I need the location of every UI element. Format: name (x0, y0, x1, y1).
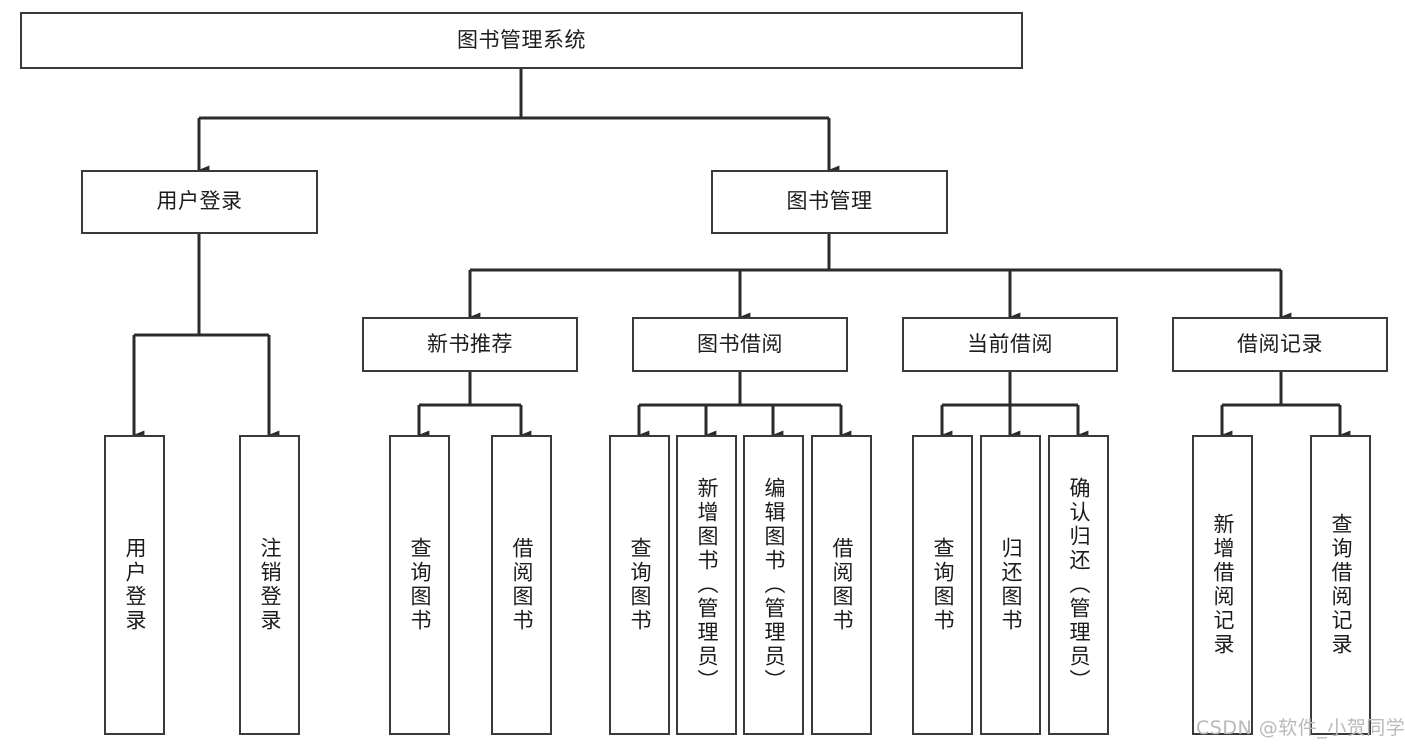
node-user-login-label: 用户登录 (156, 189, 243, 214)
node-borrow-record[interactable]: 借阅记录 (1172, 317, 1388, 372)
node-leaf-query-book-2-label: 查询图书 (628, 537, 652, 633)
node-book-borrow[interactable]: 图书借阅 (632, 317, 848, 372)
node-root[interactable]: 图书管理系统 (20, 12, 1023, 69)
node-new-book-recommend[interactable]: 新书推荐 (362, 317, 578, 372)
node-leaf-add-book-label: 新增图书（管理员） (695, 477, 719, 693)
node-leaf-user-login[interactable]: 用户登录 (104, 435, 165, 735)
node-book-management-label: 图书管理 (786, 189, 873, 214)
node-leaf-borrow-book-1-label: 借阅图书 (510, 537, 534, 633)
node-current-borrow-label: 当前借阅 (967, 331, 1053, 356)
node-leaf-query-book-1[interactable]: 查询图书 (389, 435, 450, 735)
node-leaf-add-record[interactable]: 新增借阅记录 (1192, 435, 1253, 735)
node-leaf-return-book[interactable]: 归还图书 (980, 435, 1041, 735)
node-leaf-query-book-3[interactable]: 查询图书 (912, 435, 973, 735)
node-leaf-logout-login-label: 注销登录 (258, 537, 282, 633)
node-leaf-edit-book-label: 编辑图书（管理员） (762, 477, 786, 693)
node-new-book-recommend-label: 新书推荐 (427, 331, 513, 356)
node-borrow-record-label: 借阅记录 (1237, 331, 1323, 356)
node-leaf-add-book[interactable]: 新增图书（管理员） (676, 435, 737, 735)
node-leaf-confirm-return-label: 确认归还（管理员） (1067, 477, 1091, 693)
node-leaf-add-record-label: 新增借阅记录 (1211, 513, 1235, 657)
node-leaf-edit-book[interactable]: 编辑图书（管理员） (743, 435, 804, 735)
node-leaf-borrow-book-2-label: 借阅图书 (830, 537, 854, 633)
node-leaf-query-book-2[interactable]: 查询图书 (609, 435, 670, 735)
node-leaf-logout-login[interactable]: 注销登录 (239, 435, 300, 735)
node-leaf-return-book-label: 归还图书 (999, 537, 1023, 633)
node-leaf-user-login-label: 用户登录 (123, 537, 147, 633)
node-root-label: 图书管理系统 (457, 27, 586, 52)
node-leaf-borrow-book-1[interactable]: 借阅图书 (491, 435, 552, 735)
node-book-borrow-label: 图书借阅 (697, 331, 783, 356)
node-book-management[interactable]: 图书管理 (711, 170, 948, 234)
node-leaf-confirm-return[interactable]: 确认归还（管理员） (1048, 435, 1109, 735)
node-leaf-query-book-1-label: 查询图书 (408, 537, 432, 633)
node-leaf-query-record-label: 查询借阅记录 (1329, 513, 1353, 657)
node-current-borrow[interactable]: 当前借阅 (902, 317, 1118, 372)
node-leaf-query-record[interactable]: 查询借阅记录 (1310, 435, 1371, 735)
node-user-login[interactable]: 用户登录 (81, 170, 318, 234)
node-leaf-query-book-3-label: 查询图书 (931, 537, 955, 633)
node-leaf-borrow-book-2[interactable]: 借阅图书 (811, 435, 872, 735)
